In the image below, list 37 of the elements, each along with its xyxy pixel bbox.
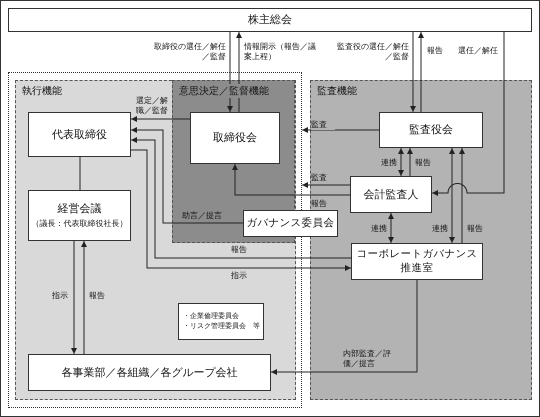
note-box [178, 303, 264, 340]
region-title: 執行機能 [21, 84, 63, 98]
arrow [449, 148, 455, 244]
box-title: 経営会議 [58, 202, 102, 216]
arrow [432, 32, 504, 196]
arrow [130, 127, 244, 224]
arrow [130, 137, 352, 258]
arrow [232, 164, 350, 196]
arrow [130, 150, 352, 271]
region-title: 意思決定／監督機能 [178, 84, 270, 98]
edge-label: 監査役の選任／解任／監督 [335, 42, 409, 62]
arrow [302, 182, 350, 188]
org-box: 会計監査人 [350, 176, 432, 213]
edge-label: 選定／解職／監督 [133, 96, 171, 116]
arrow [388, 212, 394, 244]
arrow [270, 280, 418, 375]
box-subtitle: （議長：代表取締役社長） [32, 218, 128, 229]
arrow [418, 32, 424, 112]
org-box: 株主総会 [8, 8, 532, 32]
arrow [302, 127, 380, 133]
region-panel [310, 80, 532, 400]
edge-label: 監査 [311, 120, 335, 130]
org-box: コーポレートガバナンス推進室 [351, 243, 483, 280]
org-box: 監査役会 [379, 112, 483, 148]
org-box: ガバナンス委員会 [243, 210, 338, 237]
arrow [398, 148, 404, 176]
arrow [459, 148, 465, 244]
arrow [71, 240, 77, 354]
org-box: 各事業部／各組織／各グループ会社 [28, 354, 271, 391]
region-title: 監査機能 [316, 84, 358, 98]
arrow [81, 240, 87, 354]
org-box: 代表取締役 [28, 112, 131, 157]
org-box [28, 190, 131, 241]
arrow [410, 32, 416, 112]
arrow [130, 116, 190, 122]
arrow [407, 148, 413, 176]
org-box: 取締役会 [190, 112, 280, 164]
